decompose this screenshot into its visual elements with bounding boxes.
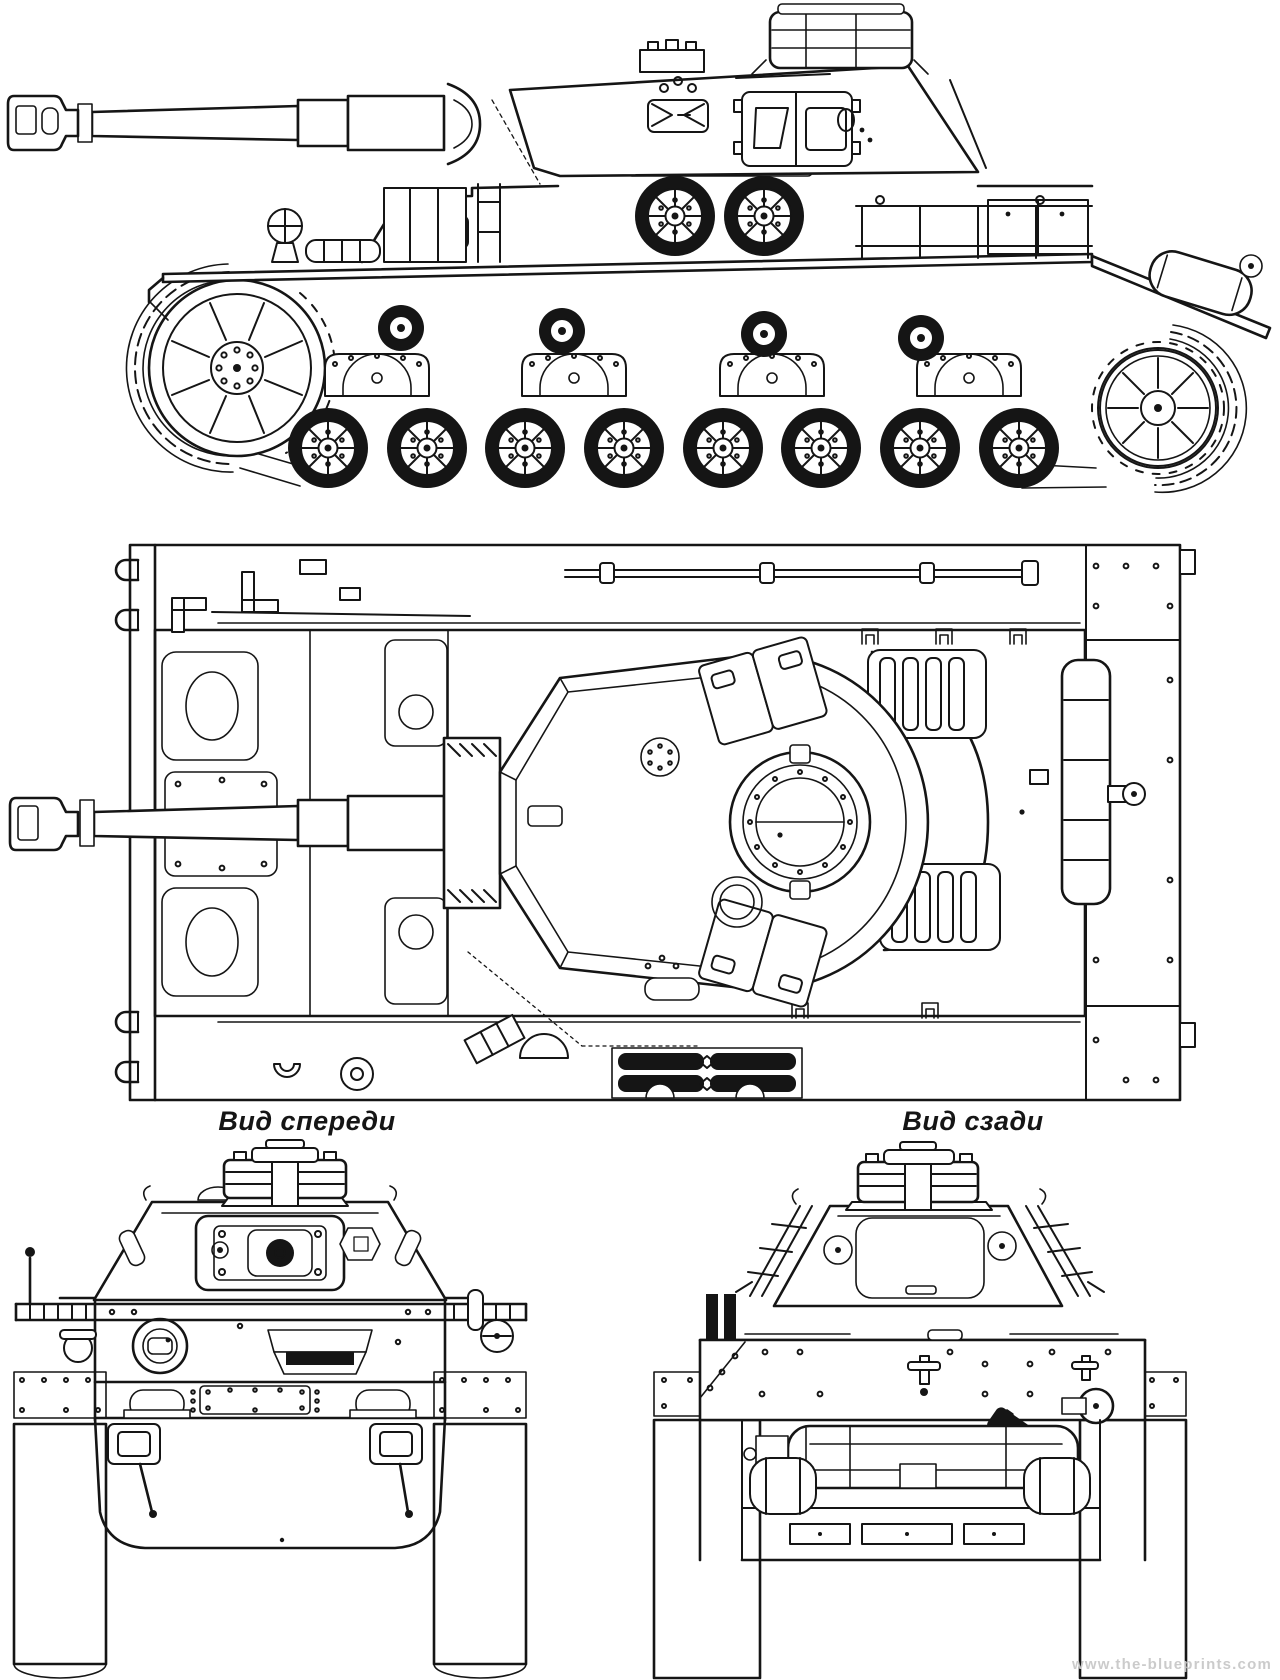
front-view-drawing — [12, 1139, 528, 1679]
front-fenders — [14, 1247, 528, 1363]
front-tracks — [12, 1422, 528, 1679]
rear-idler — [1091, 341, 1225, 475]
driver-visor — [267, 1329, 373, 1375]
front-turret — [92, 1185, 448, 1302]
front-mantlet — [194, 1214, 381, 1292]
side-view-drawing — [6, 3, 1272, 494]
front-sprocket — [147, 278, 336, 458]
far-track-links — [255, 503, 955, 519]
plan-gun — [8, 736, 502, 910]
rear-cupola — [845, 1141, 993, 1211]
spare-wheels — [627, 163, 813, 257]
front-cupola — [221, 1139, 349, 1207]
gun-barrel — [6, 94, 446, 152]
headlamp — [267, 208, 303, 263]
rear-view-drawing — [652, 1141, 1188, 1680]
antenna-rod — [564, 560, 1039, 586]
road-wheels — [287, 407, 1060, 489]
turret-racks — [735, 1205, 1105, 1297]
fender-tools — [305, 183, 501, 263]
plan-turret — [498, 636, 930, 1008]
watermark-text: www.the-blueprints.com — [1071, 1656, 1272, 1673]
tow-clevis — [107, 1423, 423, 1518]
front-hull — [58, 1296, 482, 1550]
rear-view-label: Вид сзади — [902, 1106, 1044, 1136]
plan-fender-tools — [171, 559, 701, 1091]
side-running-gear — [147, 278, 1225, 489]
front-mudflaps — [13, 1371, 527, 1419]
tow-shackle — [59, 1329, 97, 1363]
plan-cupola — [728, 744, 872, 900]
rear-mudguard — [1090, 250, 1272, 340]
rear-deck — [855, 184, 1094, 259]
cupola — [639, 39, 705, 73]
plan-muffler — [1060, 658, 1146, 906]
rear-turret — [735, 1188, 1119, 1341]
front-view-label: Вид спереди — [218, 1106, 396, 1136]
muzzle-brake — [6, 94, 80, 152]
turret-side-hatch — [733, 73, 861, 167]
spare-track-links — [611, 1047, 803, 1099]
horn — [467, 1289, 514, 1353]
top-view-drawing — [8, 503, 1196, 1102]
stowage-bin — [751, 3, 929, 75]
side-turret — [6, 3, 987, 185]
gun-mantlet — [446, 82, 541, 185]
rear-hull — [698, 1294, 1147, 1562]
